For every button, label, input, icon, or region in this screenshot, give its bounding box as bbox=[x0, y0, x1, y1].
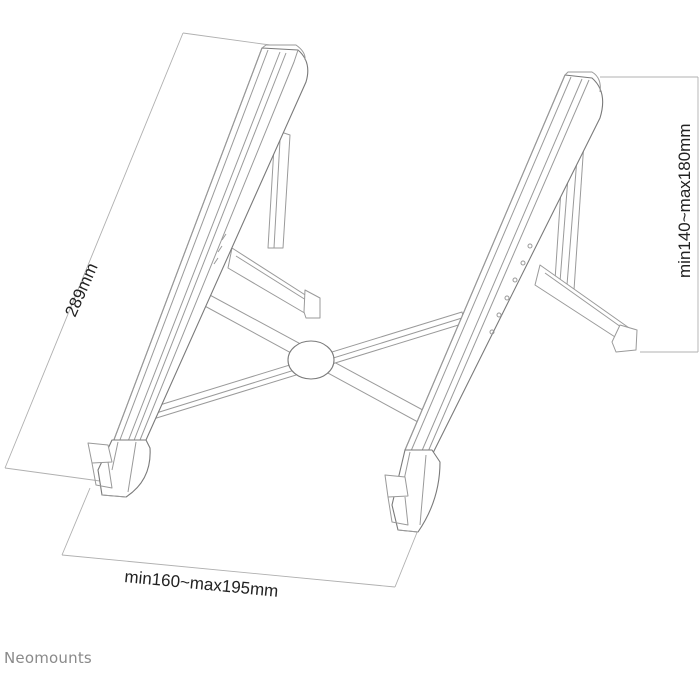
brand-logo-text: Neomounts bbox=[4, 649, 92, 667]
dimension-height: min140~max180mm bbox=[600, 76, 699, 353]
right-foot bbox=[384, 449, 441, 533]
height-label: min140~max180mm bbox=[675, 124, 694, 279]
right-arm bbox=[404, 71, 604, 456]
left-arm-notches bbox=[213, 233, 227, 265]
center-hub bbox=[287, 340, 335, 380]
left-arm bbox=[111, 44, 309, 446]
width-label: min160~max195mm bbox=[124, 567, 280, 601]
length-label: 289mm bbox=[61, 260, 101, 320]
dimension-width: min160~max195mm bbox=[61, 487, 419, 601]
right-rear-leg bbox=[534, 111, 638, 353]
right-arm-holes bbox=[489, 243, 533, 335]
left-foot bbox=[87, 439, 151, 498]
left-rear-leg bbox=[227, 129, 321, 319]
